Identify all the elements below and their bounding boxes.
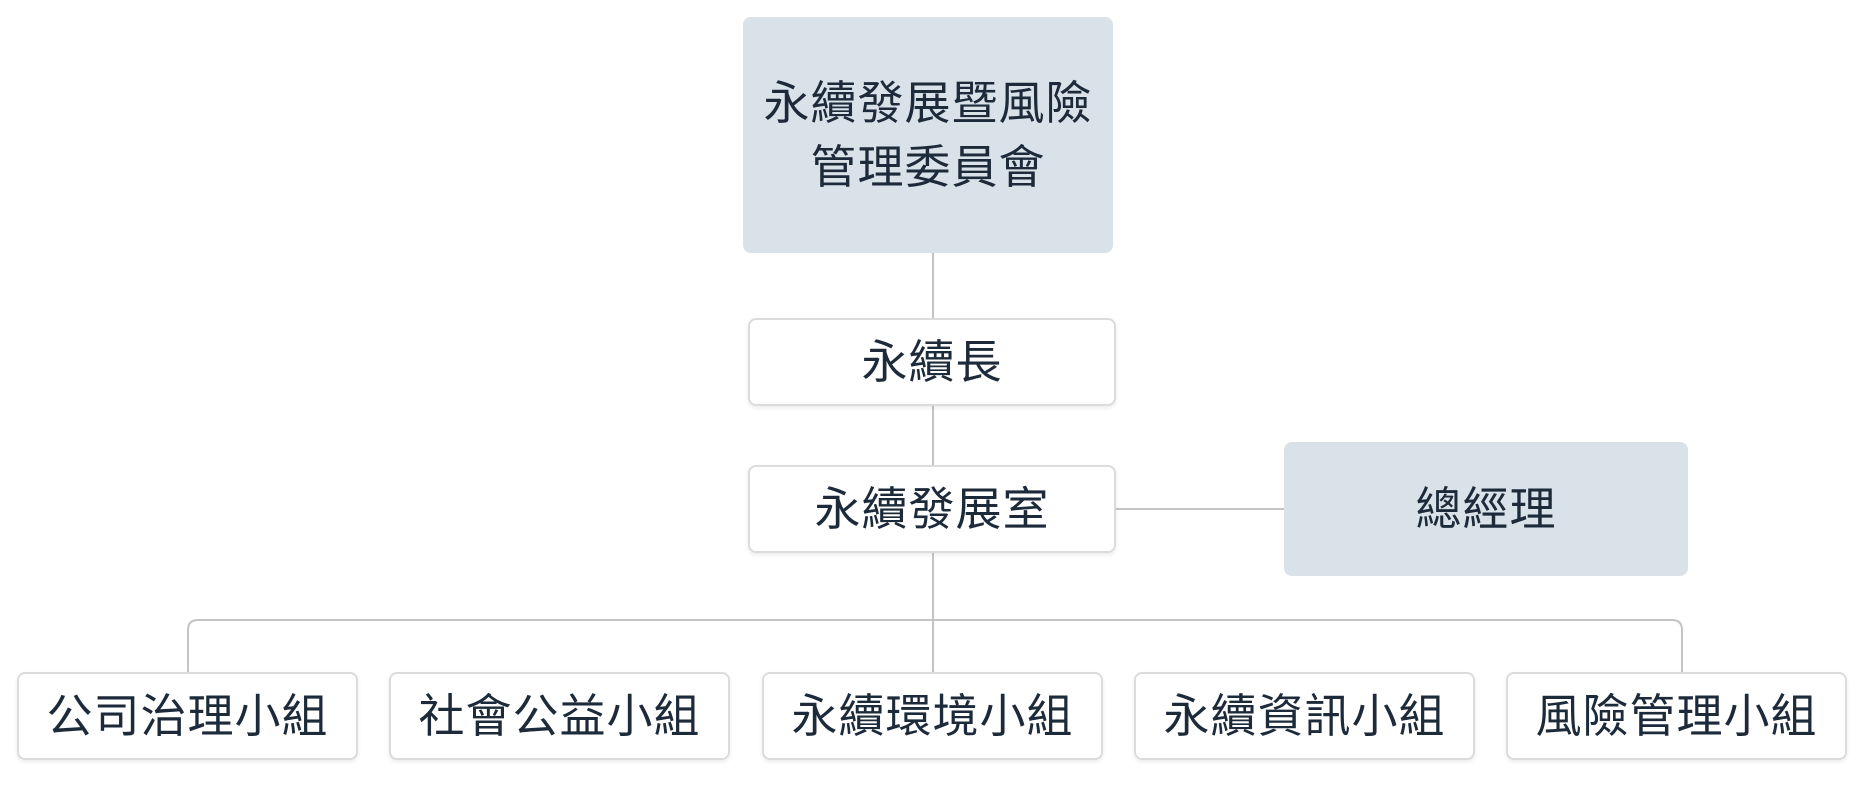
group-label: 社會公益小組 <box>418 688 701 743</box>
group-box-risk-management: 風險管理小組 <box>1506 672 1847 760</box>
general-manager-box: 總經理 <box>1284 442 1688 576</box>
chief-sustainability-officer-box: 永續長 <box>748 318 1116 406</box>
general-manager-label: 總經理 <box>1415 481 1557 536</box>
group-box-sustainable-environment: 永續環境小組 <box>762 672 1103 760</box>
group-label: 永續資訊小組 <box>1163 688 1446 743</box>
group-box-social-welfare: 社會公益小組 <box>389 672 730 760</box>
group-label: 公司治理小組 <box>46 688 329 743</box>
group-label: 永續環境小組 <box>791 688 1074 743</box>
sustainability-risk-committee-label: 永續發展暨風險 管理委員會 <box>763 75 1093 194</box>
sustainability-office-label: 永續發展室 <box>814 481 1050 536</box>
group-label: 風險管理小組 <box>1535 688 1818 743</box>
group-box-sustainability-information: 永續資訊小組 <box>1134 672 1475 760</box>
sustainability-office-box: 永續發展室 <box>748 465 1116 553</box>
sustainability-risk-committee-box: 永續發展暨風險 管理委員會 <box>743 17 1113 253</box>
chief-sustainability-officer-label: 永續長 <box>861 334 1003 389</box>
group-box-corporate-governance: 公司治理小組 <box>17 672 358 760</box>
connector-groups-bus <box>187 619 1683 672</box>
